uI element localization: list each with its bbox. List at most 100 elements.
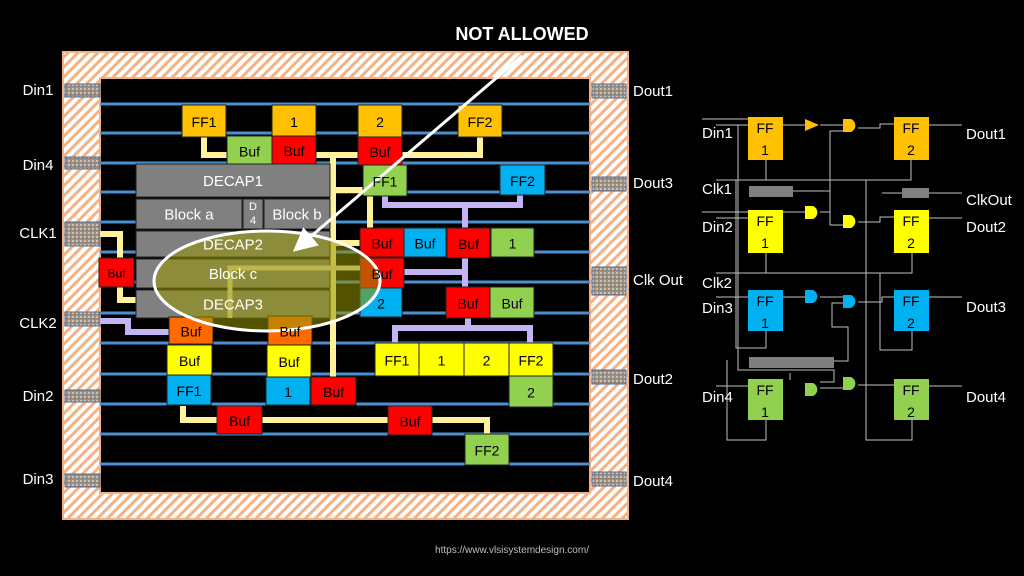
cell-label: Buf xyxy=(283,143,304,159)
cell-box xyxy=(98,257,135,288)
io-pad xyxy=(64,221,101,247)
schematic-wire xyxy=(736,160,912,181)
cell-buf xyxy=(216,405,263,435)
footer-url[interactable]: https://www.vlsisystemdesign.com/ xyxy=(435,545,589,556)
cell-box xyxy=(181,104,227,138)
wire xyxy=(382,195,523,208)
port-label-din4: Din4 xyxy=(23,157,54,174)
cell-label: 2 xyxy=(527,385,535,401)
and-gate-icon xyxy=(843,215,856,228)
wire xyxy=(201,137,483,158)
flip-flop-label: 2 xyxy=(907,142,915,158)
cell-box xyxy=(271,135,317,165)
clock-buffer-block xyxy=(749,186,793,197)
port-label-dout4: Dout4 xyxy=(633,473,673,490)
cell-label: DECAP3 xyxy=(203,297,263,314)
cell-buf xyxy=(446,227,491,259)
cell-label: 2 xyxy=(377,296,385,312)
block-box xyxy=(135,198,243,230)
cell-label: FF1 xyxy=(385,353,410,369)
cell-label: FF2 xyxy=(475,443,500,459)
flip-flop-label: FF xyxy=(756,293,773,309)
port-label-din3: Din3 xyxy=(23,471,54,488)
schematic-wire xyxy=(858,123,894,129)
cell-label: Buf xyxy=(369,144,390,160)
port-label-dout3: Dout3 xyxy=(633,175,673,192)
cell-box xyxy=(445,286,491,319)
schematic-output-dout1: Dout1 xyxy=(966,126,1006,143)
io-pads xyxy=(64,83,627,488)
block-block-b xyxy=(263,198,331,230)
flip-flop-label: 2 xyxy=(907,315,915,331)
schematic-ff1-row-1: FF1 xyxy=(748,117,783,160)
cell-label: Buf xyxy=(458,236,479,252)
cell-label: 1 xyxy=(438,353,446,369)
schematic-ff2-row-3: FF2 xyxy=(894,290,929,331)
cell-ff1 xyxy=(181,104,227,138)
port-label-dout1: Dout1 xyxy=(633,83,673,100)
cell-buf xyxy=(489,286,535,319)
cell-ff2 xyxy=(508,342,554,377)
cell-ff1 xyxy=(362,164,408,197)
cell-box xyxy=(265,376,311,406)
cell-label: Buf xyxy=(399,414,420,430)
flip-flop-label: FF xyxy=(902,213,919,229)
cell-buf xyxy=(403,227,447,258)
schematic-input-din1: Din1 xyxy=(702,125,733,142)
cell-label: FF1 xyxy=(373,174,398,190)
cell-box xyxy=(271,104,317,138)
flip-flop-label: FF xyxy=(756,213,773,229)
schematic-ff1-row-3: FF 1 xyxy=(748,290,783,331)
wire xyxy=(180,406,490,434)
schematic-wire xyxy=(726,360,767,441)
schematic-output-dout2: Dout2 xyxy=(966,219,1006,236)
wire xyxy=(100,318,169,335)
and-gate-icon xyxy=(805,383,818,396)
cell-buf xyxy=(387,405,433,436)
schematic: FF1FF2FF1FF2FF1FF2FF1FF2Din1Clk1Din2Clk2… xyxy=(702,117,1013,441)
cell-label: 2 xyxy=(376,114,384,130)
not-allowed-label: NOT ALLOWED xyxy=(455,24,588,44)
and-gate-icon xyxy=(843,119,856,132)
cell-buf xyxy=(357,136,403,166)
cell-box xyxy=(310,376,357,406)
cell-1 xyxy=(265,376,311,406)
cell-label: 1 xyxy=(284,384,292,400)
flip-flop-label: 1 xyxy=(761,315,769,331)
flip-flop-box xyxy=(748,290,783,331)
cell-label: FF2 xyxy=(510,173,535,189)
port-label-din2: Din2 xyxy=(23,388,54,405)
schematic-ff2-row-1: FF2 xyxy=(894,117,929,160)
cell-label: FF2 xyxy=(519,353,544,369)
schematic-output-dout3: Dout3 xyxy=(966,299,1006,316)
schematic-wire xyxy=(831,302,849,362)
schematic-output-dout4: Dout4 xyxy=(966,389,1006,406)
flip-flop-box xyxy=(894,210,929,253)
io-pad xyxy=(64,83,101,98)
block-box xyxy=(242,198,264,230)
flip-flop-label: 1 xyxy=(761,235,769,251)
io-pad xyxy=(64,311,101,327)
clock-buffer-block xyxy=(749,357,834,368)
port-label-clk-out: Clk Out xyxy=(633,272,684,289)
block-decap1 xyxy=(135,163,331,198)
flip-flop-label: FF xyxy=(902,382,919,398)
schematic-ff1-row-2: FF 1 xyxy=(748,210,783,253)
clock-buffer-block xyxy=(902,188,929,198)
io-pad xyxy=(591,369,627,385)
port-label-din1: Din1 xyxy=(23,82,54,99)
cell-label: DECAP2 xyxy=(203,237,263,254)
schematic-wire xyxy=(865,180,913,441)
cell-box xyxy=(457,104,503,138)
cell-box xyxy=(362,164,408,197)
flip-flop-label: 2 xyxy=(907,235,915,251)
cell-2 xyxy=(357,104,403,138)
schematic-wire xyxy=(858,216,894,223)
cell-label: Buf xyxy=(501,296,522,312)
schematic-wire xyxy=(820,130,843,213)
schematic-input-clk2: Clk2 xyxy=(702,275,732,292)
cell-label: Buf xyxy=(239,144,260,160)
cell-box xyxy=(463,342,510,377)
cell-ff1 xyxy=(166,374,212,406)
